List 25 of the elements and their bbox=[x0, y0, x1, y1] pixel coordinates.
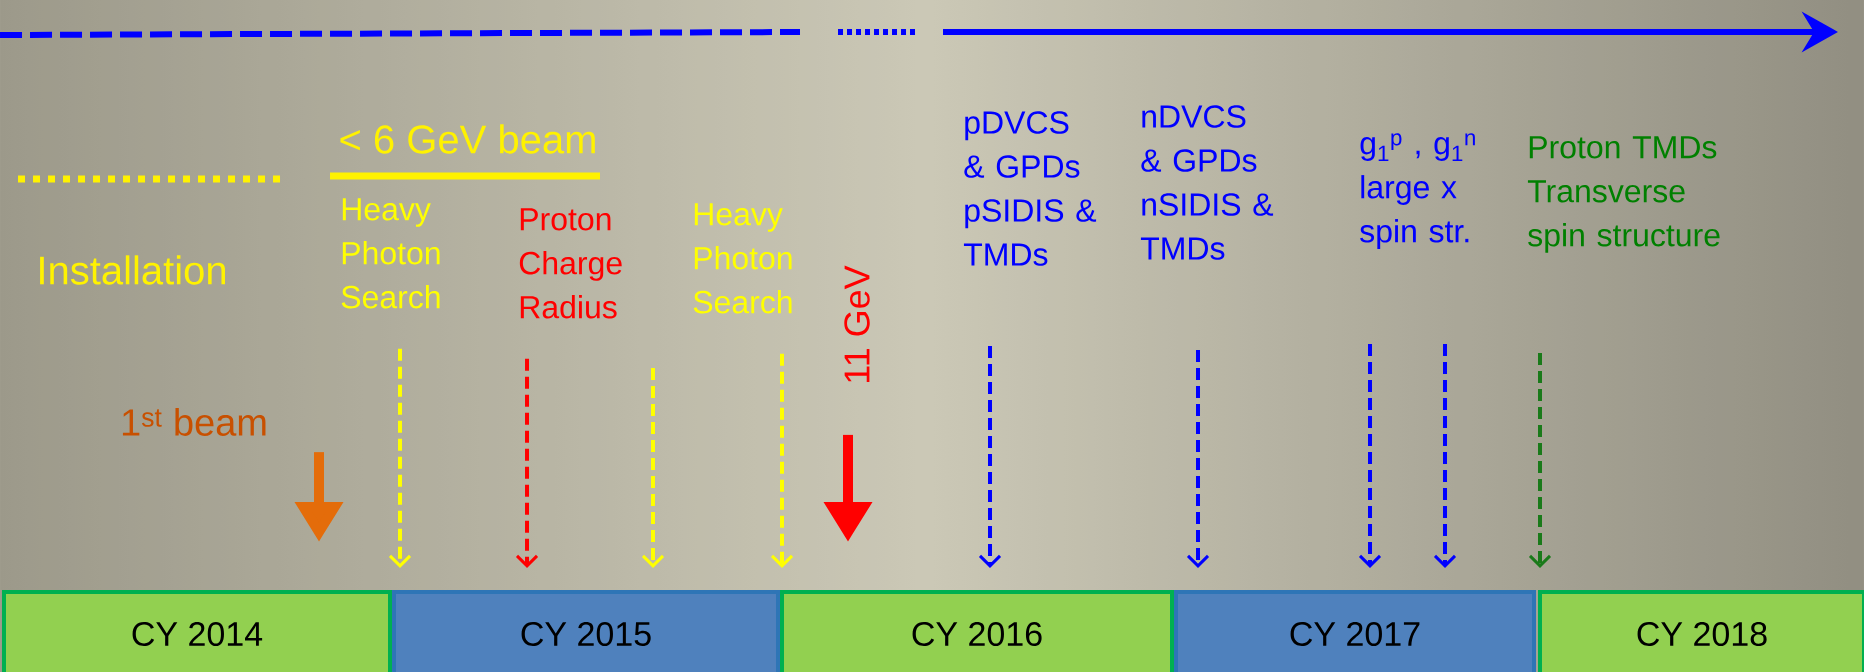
experiment-label: Heavy Photon Search bbox=[341, 198, 440, 309]
arrow bbox=[388, 348, 412, 568]
beam-label: 1$^{st}$ beam bbox=[122, 408, 266, 436]
energy-label: 11 GeV bbox=[844, 265, 870, 382]
arrow bbox=[515, 358, 539, 568]
arrow bbox=[1186, 350, 1210, 568]
experiment-label: Heavy Photon Search bbox=[693, 203, 792, 314]
year-box: CY 2017 bbox=[1174, 590, 1536, 672]
experiment-label: nDVCS & GPDs nSIDIS & TMDs bbox=[1140, 105, 1274, 260]
arrow bbox=[641, 368, 665, 568]
label-text: Installation bbox=[40, 255, 225, 285]
experiment-label: Proton Charge Radius bbox=[519, 208, 622, 319]
year-box: CY 2018 bbox=[1538, 590, 1864, 672]
arrow bbox=[1433, 344, 1457, 568]
year-box: CY 2015 bbox=[392, 590, 780, 672]
arrow bbox=[1528, 353, 1552, 568]
arrow bbox=[1358, 344, 1382, 568]
year-box: CY 2014 bbox=[2, 590, 392, 672]
year-box: CY 2016 bbox=[780, 590, 1174, 672]
experiment-label: g$_{1}$$^{p}$ , g$_{1}$n large x spin str. bbox=[1360, 133, 1475, 249]
experiment-label: pDVCS & GPDs pSIDIS & TMDs bbox=[963, 111, 1097, 266]
arrow bbox=[978, 346, 1002, 568]
arrow bbox=[770, 353, 794, 568]
experiment-label: Proton TMDs Transverse spin structure bbox=[1527, 136, 1720, 253]
label-heading: < 6 GeV beam bbox=[340, 124, 595, 154]
